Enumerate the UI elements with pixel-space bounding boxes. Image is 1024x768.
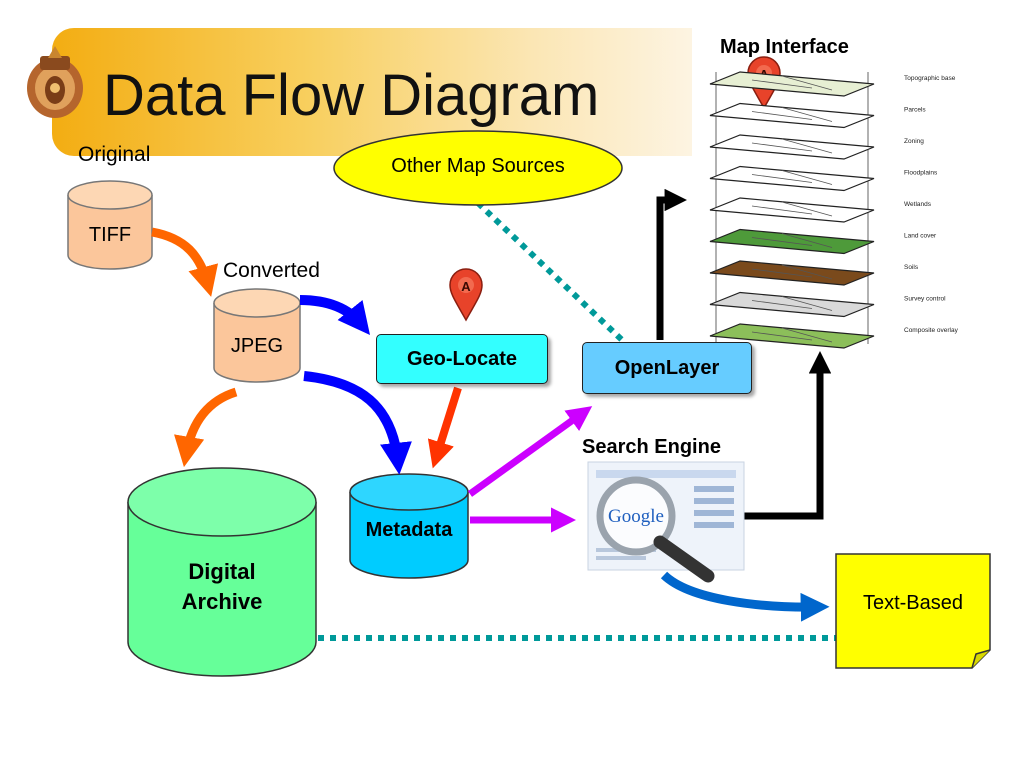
digital-archive-label-line1: Digital [188, 559, 256, 584]
label-converted: Converted [223, 259, 320, 282]
digital-archive-cylinder [127, 467, 317, 677]
map-layer-plane [709, 134, 875, 160]
arrow-tiff-to-jpeg [151, 227, 219, 297]
other-map-sources-label: Other Map Sources [391, 155, 565, 177]
metadata-label: Metadata [365, 519, 453, 541]
map-pin-icon: A [449, 268, 483, 322]
map-layer-label: Land cover [904, 233, 937, 240]
arrow-jpeg-to-archive [174, 387, 238, 468]
map-layer-label: Zoning [904, 138, 924, 145]
map-layer-detail [751, 296, 833, 311]
map-layers-stack: Topographic baseParcelsZoningFloodplains… [709, 71, 959, 349]
arrow-jpeg-to-metadata [303, 371, 412, 475]
tiff-cylinder [67, 180, 153, 270]
map-layer-label: Composite overlay [904, 327, 959, 334]
svg-text:A: A [461, 279, 471, 294]
other-map-sources-ellipse [333, 130, 623, 206]
map-layer-detail [751, 327, 833, 343]
map-layer-detail [751, 201, 833, 217]
label-search-engine: Search Engine [582, 436, 721, 458]
geo-locate-box: Geo-Locate [376, 334, 548, 384]
map-layer-detail [751, 138, 833, 154]
arrow-search-to-map [744, 351, 832, 520]
map-layer-detail [751, 170, 833, 185]
map-layer-label: Survey control [904, 296, 946, 303]
map-layer-plane [709, 165, 875, 192]
arrow-geolocate-to-metadata [427, 386, 462, 469]
map-layer-plane [709, 197, 875, 223]
map-layer-label: Topographic base [904, 75, 956, 82]
map-layer-plane [709, 323, 875, 349]
arrow-metadata-to-openlayer [467, 406, 593, 497]
map-layer-label: Wetlands [904, 201, 932, 208]
dotted-link-other-sources [475, 200, 625, 343]
map-layer-label: Floodplains [904, 170, 938, 177]
map-layer-plane [709, 260, 875, 286]
map-layer-detail [751, 264, 833, 280]
label-map-interface: Map Interface [720, 36, 849, 58]
tiff-label: TIFF [88, 224, 132, 246]
arrow-openlayer-to-map [656, 188, 687, 340]
magnifier-icon [596, 476, 676, 556]
seal-logo-icon [27, 46, 83, 118]
map-layer-detail [751, 233, 833, 248]
map-layer-detail [751, 107, 833, 122]
jpeg-label: JPEG [230, 335, 284, 357]
search-engine-illustration: Google [587, 461, 745, 583]
map-layer-plane [709, 71, 875, 97]
svg-text:Google: Google [608, 506, 664, 527]
text-based-note [835, 553, 991, 669]
arrow-jpeg-to-geolocate [299, 295, 371, 335]
arrow-search-to-textbased [660, 571, 830, 622]
digital-archive-label-line2: Archive [181, 589, 263, 614]
map-layer-plane [709, 291, 875, 318]
map-layer-label: Parcels [904, 107, 926, 114]
slide-title: Data Flow Diagram [103, 63, 600, 128]
label-original: Original [78, 143, 151, 166]
map-layer-plane [709, 102, 875, 129]
openlayer-box: OpenLayer [582, 342, 752, 394]
map-layer-plane [709, 228, 875, 255]
map-layer-detail [751, 75, 833, 91]
map-layer-label: Soils [904, 264, 919, 271]
text-based-label: Text-Based [862, 592, 964, 614]
title-band [52, 28, 692, 156]
